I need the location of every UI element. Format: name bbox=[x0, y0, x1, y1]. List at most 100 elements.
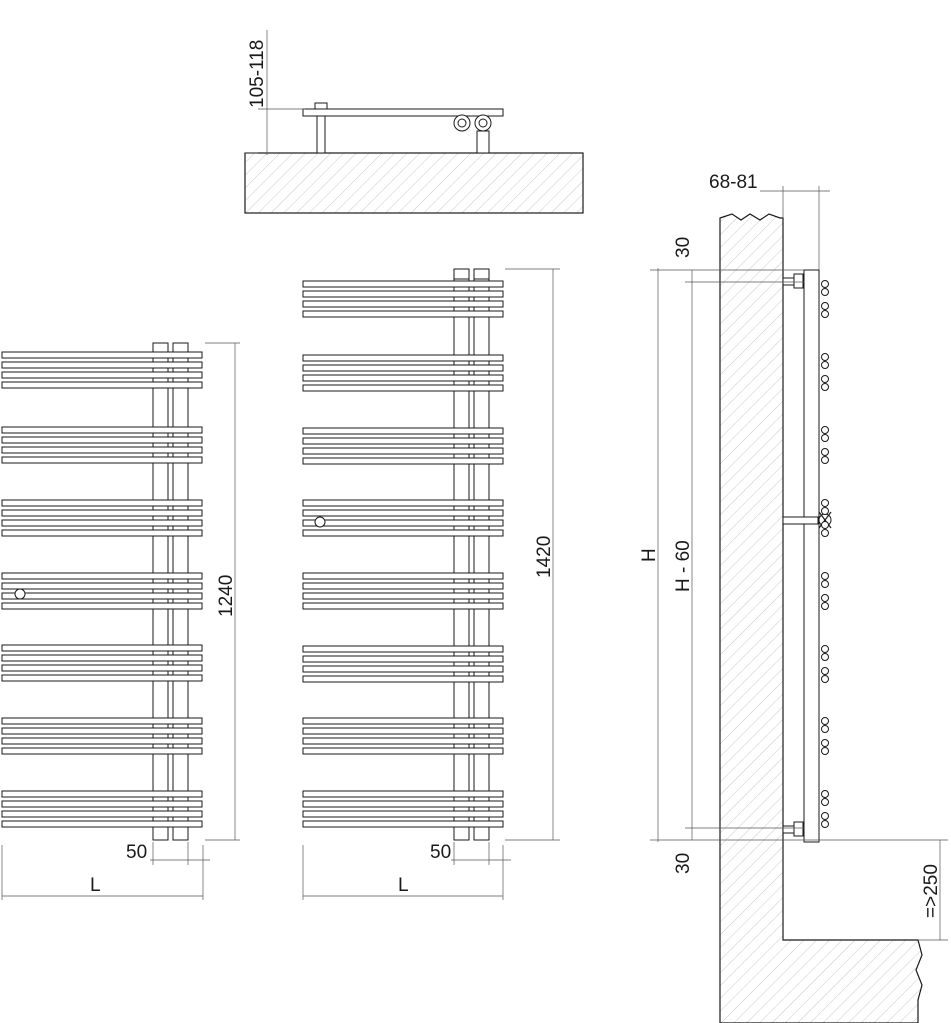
radiator-1420-tube bbox=[302, 290, 504, 298]
radiator-1420-tube bbox=[302, 655, 504, 663]
radiator-1240-tube bbox=[1, 519, 203, 527]
radiator-1240-tube bbox=[1, 664, 203, 672]
radiator-1420-tube bbox=[302, 665, 504, 673]
radiator-1240-tube bbox=[1, 426, 203, 434]
side-view-tube-section bbox=[821, 280, 829, 288]
side-view-tube-section bbox=[821, 594, 829, 602]
radiator-1420-tube bbox=[302, 457, 504, 465]
radiator-1420-tube bbox=[302, 820, 504, 828]
radiator-1420-tube bbox=[302, 645, 504, 653]
radiator-1240-tube bbox=[1, 644, 203, 652]
dim-offset-top: 30 bbox=[673, 237, 694, 258]
radiator-1420-collector-right bbox=[473, 277, 490, 841]
side-view-tube-section bbox=[821, 302, 829, 310]
radiator-1420-tube bbox=[302, 592, 504, 600]
radiator-1240-air-vent bbox=[14, 588, 26, 600]
side-view-tube-section bbox=[821, 653, 829, 661]
side-view-tube-section bbox=[821, 529, 829, 537]
radiator-1420-tube bbox=[302, 447, 504, 455]
side-view-tube-section bbox=[821, 739, 829, 747]
radiator-1420-tube bbox=[302, 582, 504, 590]
dim-width-left: L bbox=[90, 875, 101, 896]
radiator-1420-tube bbox=[302, 717, 504, 725]
dim-pipe-spacing-right: 50 bbox=[430, 842, 451, 863]
side-view-tube-section bbox=[821, 507, 829, 515]
side-view-tube-section bbox=[821, 798, 829, 806]
radiator-1420-tube bbox=[302, 310, 504, 318]
top-view: 105-118 bbox=[244, 30, 584, 214]
radiator-1420-tube bbox=[302, 602, 504, 610]
radiator-1420-tube bbox=[302, 675, 504, 683]
side-view-bracket-mid bbox=[782, 516, 819, 525]
radiator-1420-tube bbox=[302, 437, 504, 445]
radiator-1240-tube bbox=[1, 456, 203, 464]
radiator-1420-tube bbox=[302, 810, 504, 818]
side-view-tube-section bbox=[821, 310, 829, 318]
radiator-1240-tube bbox=[1, 572, 203, 580]
side-view-tube-section bbox=[821, 602, 829, 610]
radiator-1240-tube bbox=[1, 509, 203, 517]
side-view-clip-bottom bbox=[793, 821, 804, 837]
side-view-wall bbox=[719, 213, 923, 1023]
side-view-tube-section bbox=[821, 288, 829, 296]
radiator-1240-tube bbox=[1, 592, 203, 600]
radiator-1420: 1420 50 L bbox=[302, 268, 560, 900]
radiator-1240-tube bbox=[1, 582, 203, 590]
radiator-1240-tube bbox=[1, 810, 203, 818]
radiator-1420-tube bbox=[302, 727, 504, 735]
radiator-1240-tube bbox=[1, 446, 203, 454]
side-view-collector bbox=[803, 269, 820, 843]
side-view-tube-section bbox=[821, 717, 829, 725]
side-view-tube-section bbox=[821, 580, 829, 588]
radiator-1240-tube bbox=[1, 351, 203, 359]
side-view-tube-section bbox=[821, 383, 829, 391]
radiator-1420-air-vent bbox=[314, 516, 326, 528]
radiator-1420-tube bbox=[302, 364, 504, 372]
side-view-tube-section bbox=[821, 499, 829, 507]
top-view-wall bbox=[244, 152, 584, 214]
side-view-tube-section bbox=[821, 426, 829, 434]
side-view-tube-section bbox=[821, 448, 829, 456]
side-view-tube-section bbox=[821, 361, 829, 369]
radiator-1420-pipe-cap-left bbox=[453, 268, 470, 280]
radiator-1240-tube bbox=[1, 717, 203, 725]
radiator-1240-tube bbox=[1, 820, 203, 828]
dim-width-right: L bbox=[398, 875, 409, 896]
radiator-1240-tube bbox=[1, 654, 203, 662]
radiator-1240-tube bbox=[1, 371, 203, 379]
side-view-tube-section bbox=[821, 820, 829, 828]
dim-height-total: H bbox=[639, 548, 660, 562]
dim-pipe-spacing-left: 50 bbox=[126, 842, 147, 863]
side-view-clip-top bbox=[793, 273, 804, 289]
radiator-1420-tube bbox=[302, 737, 504, 745]
radiator-1240-tube bbox=[1, 674, 203, 682]
radiator-1420-tube bbox=[302, 384, 504, 392]
top-view-rail bbox=[302, 108, 504, 117]
radiator-1240-tube bbox=[1, 529, 203, 537]
top-view-bracket-cap bbox=[314, 102, 328, 110]
radiator-1420-tube bbox=[302, 529, 504, 537]
radiator-1240-tube bbox=[1, 727, 203, 735]
radiator-1240-tube bbox=[1, 747, 203, 755]
top-view-pipe bbox=[476, 130, 490, 154]
side-view-tube-section bbox=[821, 456, 829, 464]
radiator-1240-tube bbox=[1, 381, 203, 389]
side-view-tube-section bbox=[821, 675, 829, 683]
side-view-tube-section bbox=[821, 667, 829, 675]
radiator-1420-tube bbox=[302, 509, 504, 517]
dim-height-1420: 1420 bbox=[534, 536, 555, 578]
radiator-1420-tube bbox=[302, 519, 504, 527]
side-view-tube-section bbox=[821, 353, 829, 361]
radiator-1420-tube bbox=[302, 790, 504, 798]
radiator-1420-tube bbox=[302, 354, 504, 362]
side-view-tube-section bbox=[821, 521, 829, 529]
side-view-tube-section bbox=[821, 790, 829, 798]
dim-floor-clearance: =>250 bbox=[921, 864, 942, 918]
radiator-1240-tube bbox=[1, 800, 203, 808]
radiator-1240-tube bbox=[1, 737, 203, 745]
radiator-1420-pipe-cap-right bbox=[473, 268, 490, 280]
side-view: 68-81 H H - 60 30 30 =>250 bbox=[639, 172, 948, 1023]
side-view-tube-section bbox=[821, 747, 829, 755]
dim-height-1240: 1240 bbox=[216, 575, 237, 617]
radiator-1420-tube bbox=[302, 280, 504, 288]
